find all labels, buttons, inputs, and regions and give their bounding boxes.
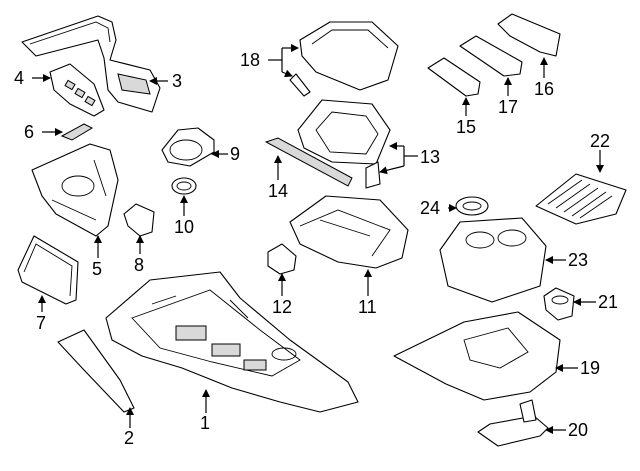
part-8-bracket: [123, 203, 155, 237]
callout-11: 11: [358, 297, 377, 317]
callout-4: 4: [14, 68, 25, 88]
part-4-switch-panel: [49, 63, 105, 117]
callout-9: 9: [230, 144, 241, 164]
part-16-tray: [497, 13, 561, 57]
callout-16: 16: [534, 79, 555, 99]
callout-14: 14: [268, 181, 289, 201]
part-17-mat: [459, 35, 523, 77]
part-3-bezel: [21, 15, 161, 113]
part-19-rear-trim: [393, 311, 561, 401]
part-22-grooved-mat: [535, 173, 627, 225]
part-24-round-mat: [455, 196, 489, 216]
part-23-cup-holder: [439, 217, 547, 303]
callout-13: 13: [420, 147, 441, 167]
callout-17: 17: [498, 97, 519, 117]
part-1-console: [105, 271, 359, 413]
callout-22: 22: [590, 131, 611, 151]
callout-24: 24: [420, 198, 441, 218]
callout-19: 19: [580, 358, 601, 378]
callout-1: 1: [200, 413, 211, 433]
part-10-round-mat: [171, 177, 197, 195]
callout-12: 12: [272, 297, 293, 317]
callout-5: 5: [92, 259, 103, 279]
callout-8: 8: [134, 255, 145, 275]
part-18-armrest-lid: [289, 21, 399, 97]
part-13-storage-bin: [297, 99, 391, 189]
leader-lines: [32, 44, 604, 434]
part-5-front-trim: [31, 143, 119, 237]
callout-7: 7: [36, 313, 47, 333]
callout-10: 10: [174, 217, 195, 237]
part-11-frame: [289, 195, 409, 269]
callout-18: 18: [240, 50, 261, 70]
callout-21: 21: [598, 292, 619, 312]
part-2-side-trim: [57, 329, 135, 413]
part-21-socket: [543, 287, 575, 321]
part-9-cup-holder-insert: [161, 127, 215, 167]
part-20-bracket: [477, 399, 549, 447]
callout-2: 2: [124, 428, 135, 448]
callout-3: 3: [172, 71, 183, 91]
part-12-clip: [267, 243, 297, 275]
part-6-trim: [60, 123, 94, 141]
part-14-rail: [264, 137, 353, 187]
callout-23: 23: [568, 250, 589, 270]
part-15-mat: [427, 57, 481, 97]
part-7-panel: [17, 235, 79, 305]
callout-6: 6: [24, 122, 35, 142]
callout-20: 20: [568, 420, 589, 440]
callout-15: 15: [456, 117, 477, 137]
